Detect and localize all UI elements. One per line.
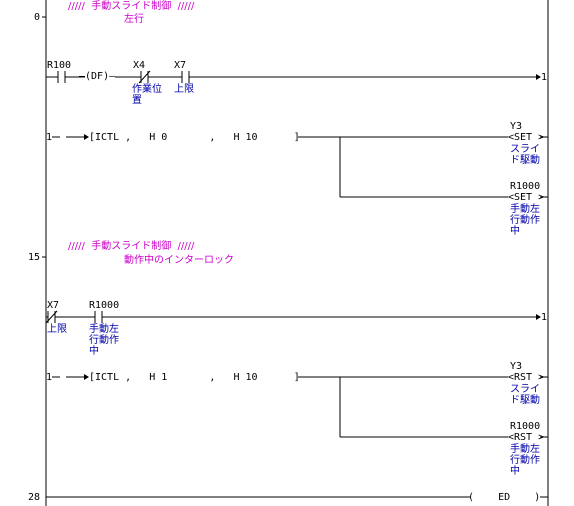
rung-block2-2: [52, 374, 548, 438]
rung-block1-1: [46, 70, 541, 84]
coil-r1000-set[interactable]: <SET >: [508, 192, 545, 203]
coil-r1000-rst-device[interactable]: R1000: [510, 421, 541, 432]
coil-r1000-rst-label: 手動左 行動作 中: [510, 444, 540, 477]
coil-y3-device[interactable]: Y3: [510, 121, 523, 132]
coil-r1000-rst[interactable]: <RST >: [508, 432, 545, 443]
coil-r1000-device[interactable]: R1000: [510, 181, 541, 192]
df-instruction[interactable]: —(DF)—: [79, 71, 116, 82]
ictl-instruction-2[interactable]: [ICTL , H 1 , H 10 ]: [89, 372, 300, 383]
rung-block1-2: [52, 134, 548, 198]
contact-x4-device[interactable]: X4: [133, 60, 146, 71]
contact-x7-nc-label: 上限: [47, 324, 67, 335]
contact-r1000-label: 手動左 行動作 中: [89, 324, 119, 357]
rung-block2-1: [45, 310, 541, 324]
block2-comment-line1: ///// 手動スライド制御 /////: [68, 241, 195, 252]
coil-y3-rst[interactable]: <RST >: [508, 372, 545, 383]
coil-y3-rst-label: スライ ド駆動: [510, 384, 540, 406]
contact-x7-device[interactable]: X7: [174, 60, 187, 71]
coil-y3-label: スライ ド駆動: [510, 144, 540, 166]
coil-r1000-label: 手動左 行動作 中: [510, 204, 540, 237]
rung-link-in-1: 1: [46, 132, 53, 143]
step-number-15: 15: [27, 252, 40, 263]
contact-r1000-device[interactable]: R1000: [89, 300, 120, 311]
ictl-instruction-1[interactable]: [ICTL , H 0 , H 10 ]: [89, 132, 300, 143]
contact-x7-label: 上限: [174, 84, 194, 95]
step-number-0: 0: [33, 12, 40, 23]
contact-x7-nc-device[interactable]: X7: [47, 300, 60, 311]
rung-link-out-2: 1: [541, 312, 548, 323]
end-instruction[interactable]: ( ED ): [468, 492, 541, 503]
contact-r100-device[interactable]: R100: [47, 60, 72, 71]
block1-comment-line1: ///// 手動スライド制御 /////: [68, 1, 195, 12]
rung-link-in-2: 1: [46, 372, 53, 383]
block2-comment-line2: 動作中のインターロック: [124, 255, 234, 266]
rung-link-out-1: 1: [541, 72, 548, 83]
step-number-28: 28: [27, 492, 40, 503]
coil-y3-set[interactable]: <SET >: [508, 132, 545, 143]
contact-x4-label: 作業位 置: [132, 84, 162, 106]
block1-comment-line2: 左行: [124, 14, 144, 25]
coil-y3-rst-device[interactable]: Y3: [510, 361, 523, 372]
